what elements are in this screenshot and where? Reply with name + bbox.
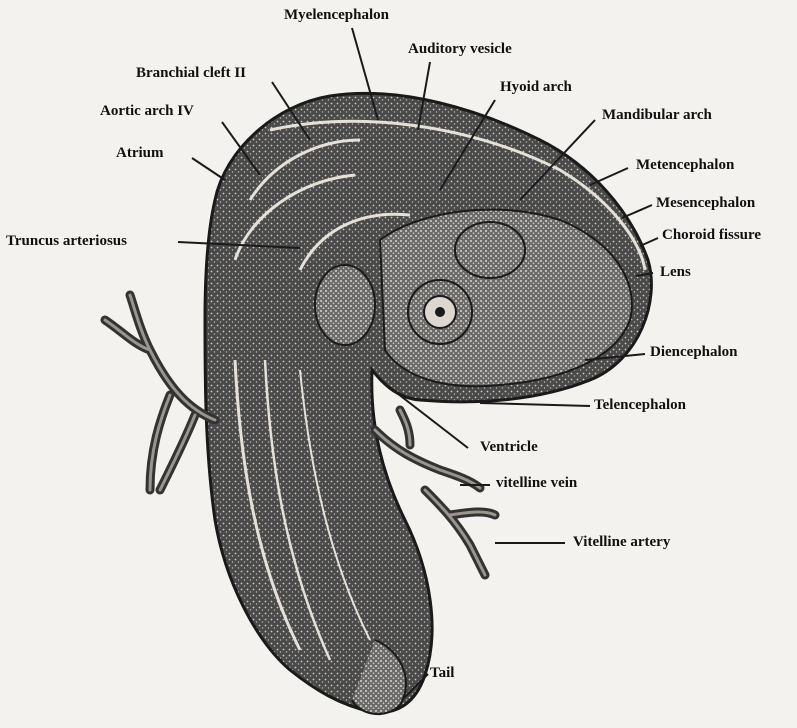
label-mesencephalon: Mesencephalon xyxy=(656,196,755,211)
label-hyoid-arch: Hyoid arch xyxy=(500,80,572,95)
left-vessel xyxy=(105,295,215,490)
label-myelencephalon: Myelencephalon xyxy=(284,8,389,23)
label-lens: Lens xyxy=(660,265,691,280)
label-branchial-cleft: Branchial cleft II xyxy=(136,66,246,81)
label-metencephalon: Metencephalon xyxy=(636,158,734,173)
label-aortic-arch: Aortic arch IV xyxy=(100,104,194,119)
label-truncus: Truncus arteriosus xyxy=(6,234,127,249)
mandibular-bulge xyxy=(455,222,525,278)
label-telencephalon: Telencephalon xyxy=(594,398,686,413)
label-tail: Tail xyxy=(430,666,454,681)
label-vitelline-artery: Vitelline artery xyxy=(573,535,670,550)
label-ventricle: Ventricle xyxy=(480,440,538,455)
label-vitelline-vein: vitelline vein xyxy=(496,476,577,491)
left-vessel-core xyxy=(105,295,215,490)
label-mandibular-arch: Mandibular arch xyxy=(602,108,712,123)
label-auditory-vesicle: Auditory vesicle xyxy=(408,42,512,57)
leader-telencephalon xyxy=(480,403,590,406)
label-choroid: Choroid fissure xyxy=(662,228,761,243)
leader-mesencephalon xyxy=(622,205,652,218)
leader-atrium xyxy=(192,158,225,180)
label-diencephalon: Diencephalon xyxy=(650,345,738,360)
leader-metencephalon xyxy=(590,168,628,185)
eye-pupil xyxy=(435,307,445,317)
label-atrium: Atrium xyxy=(116,146,164,161)
heart-bulge xyxy=(315,265,375,345)
leader-choroid xyxy=(640,238,658,246)
